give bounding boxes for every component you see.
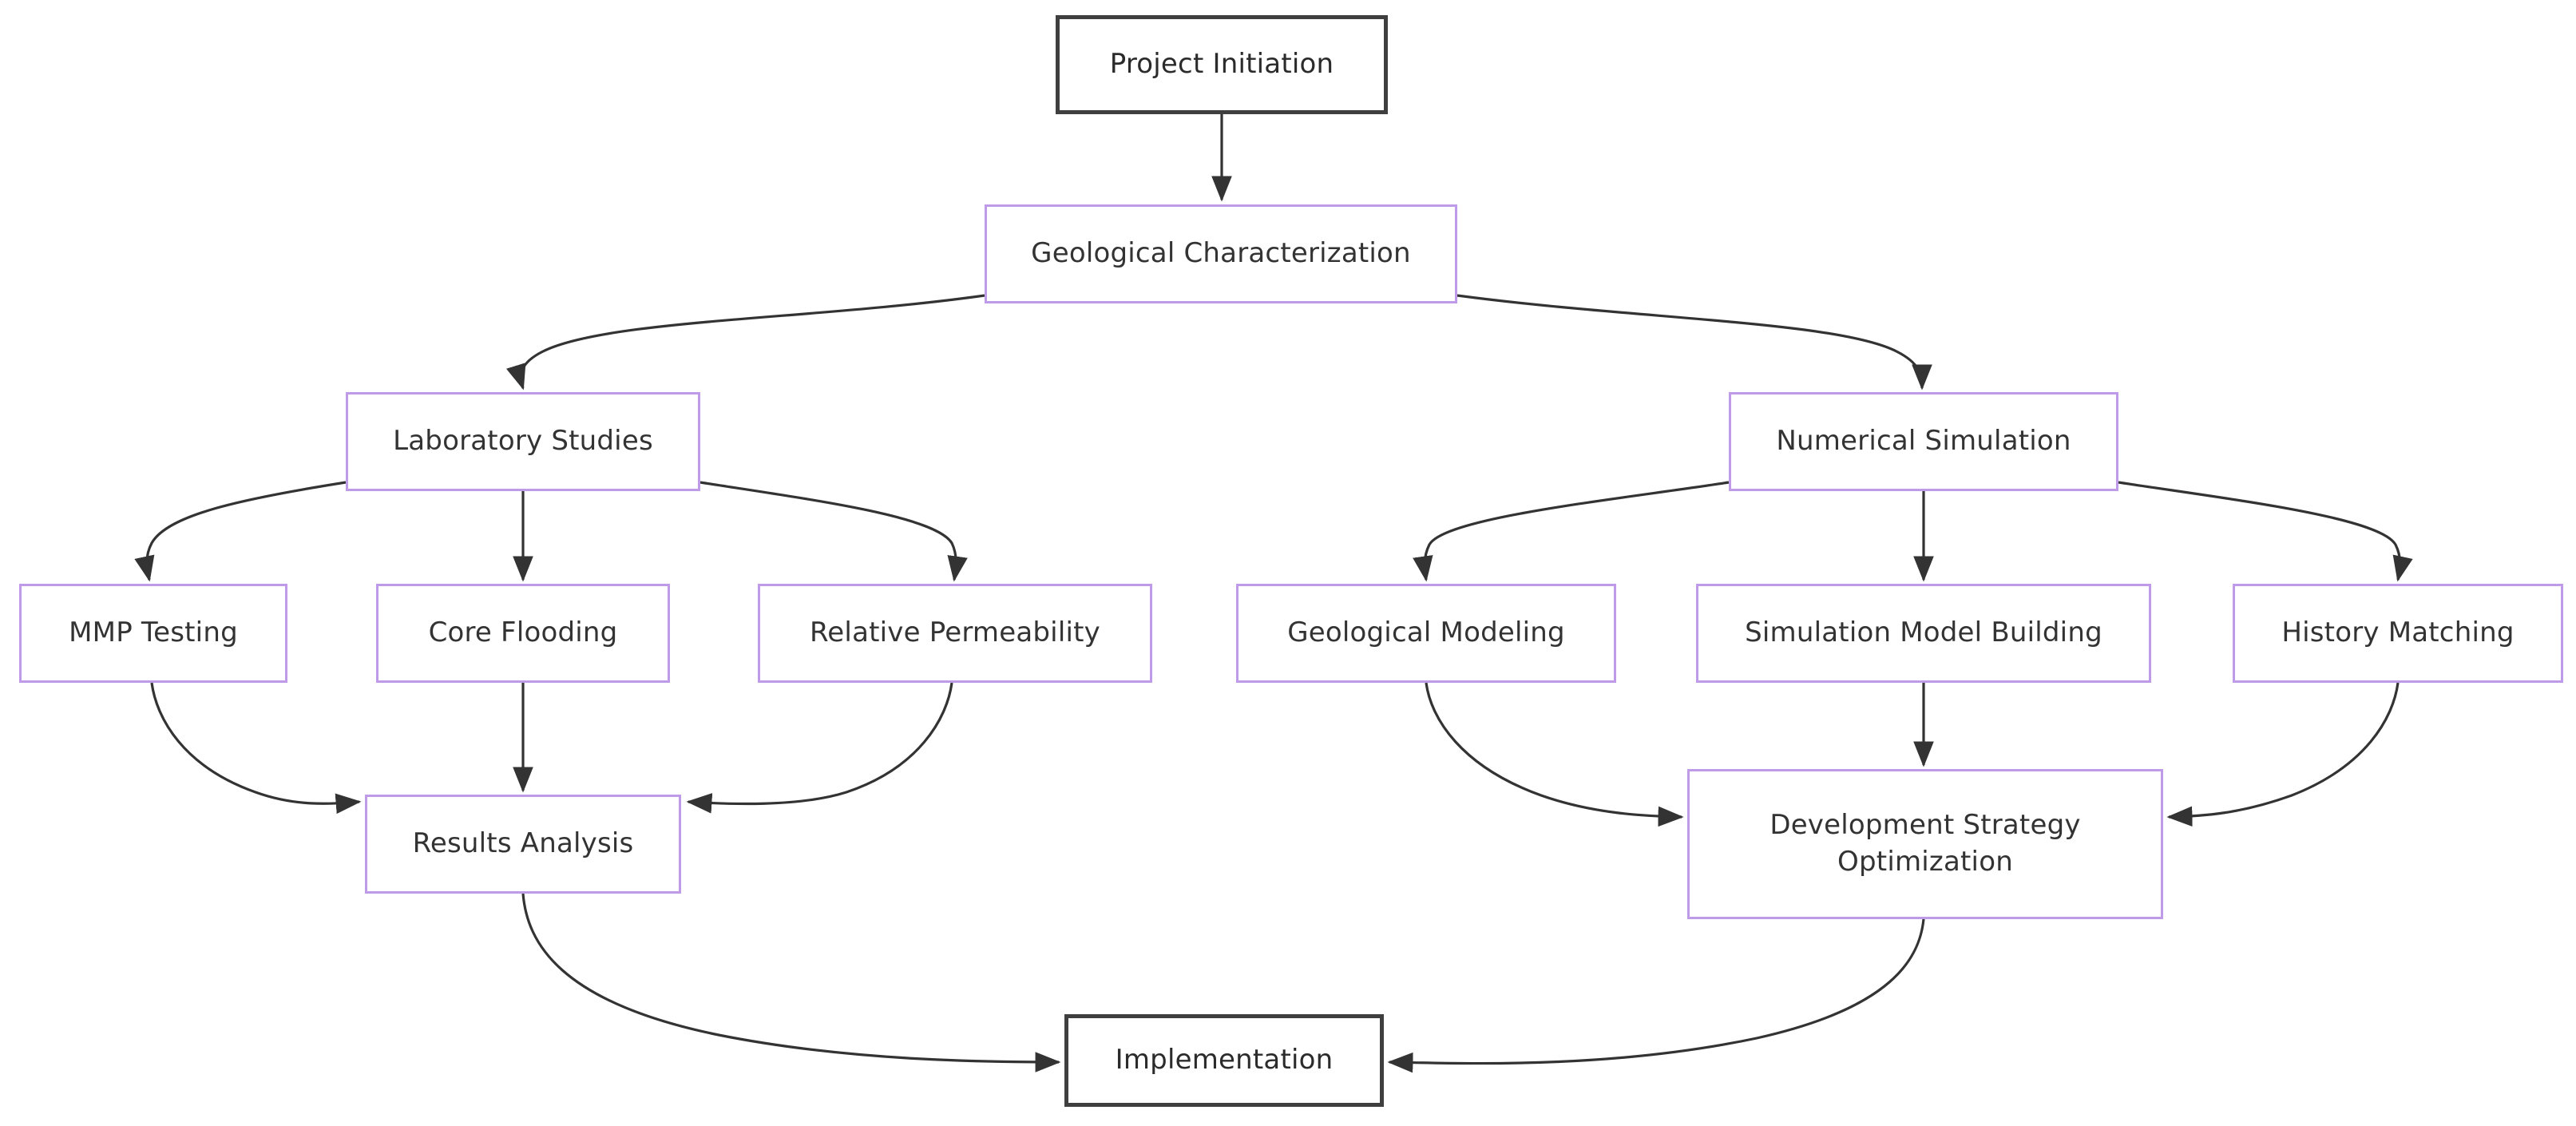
node-simulation-model-building[interactable]: Simulation Model Building: [1696, 584, 2151, 683]
node-relative-permeability[interactable]: Relative Permeability: [758, 584, 1152, 683]
edge-mmp-testing-to-results-analysis: [150, 682, 362, 815]
node-implementation[interactable]: Implementation: [1064, 1014, 1384, 1107]
edge-laboratory-studies-to-relative-permeability: [699, 481, 968, 582]
node-geological-modeling[interactable]: Geological Modeling: [1236, 584, 1616, 683]
edge-numerical-simulation-to-geological-modeling: [1413, 481, 1730, 582]
edge-geological-modeling-to-development-strategy-optimization: [1425, 682, 1684, 827]
edge-laboratory-studies-to-mmp-testing: [134, 481, 347, 582]
node-core-flooding[interactable]: Core Flooding: [376, 584, 670, 683]
node-mmp-testing[interactable]: MMP Testing: [19, 584, 287, 683]
edge-relative-permeability-to-results-analysis: [686, 682, 953, 814]
node-project-initiation[interactable]: Project Initiation: [1056, 15, 1388, 114]
edge-geological-characterization-to-numerical-simulation: [1456, 294, 1932, 391]
node-laboratory-studies[interactable]: Laboratory Studies: [346, 392, 700, 491]
edge-results-analysis-to-implementation: [521, 893, 1061, 1072]
node-development-strategy-optimization[interactable]: Development Strategy Optimization: [1687, 769, 2163, 919]
node-history-matching[interactable]: History Matching: [2233, 584, 2563, 683]
node-numerical-simulation[interactable]: Numerical Simulation: [1729, 392, 2118, 491]
node-results-analysis[interactable]: Results Analysis: [365, 795, 681, 894]
edge-numerical-simulation-to-history-matching: [2118, 481, 2413, 582]
edge-history-matching-to-development-strategy-optimization: [2166, 682, 2400, 827]
edge-geological-characterization-to-laboratory-studies: [506, 294, 985, 391]
node-geological-characterization[interactable]: Geological Characterization: [985, 204, 1457, 303]
edge-development-strategy-optimization-to-implementation: [1387, 918, 1925, 1073]
